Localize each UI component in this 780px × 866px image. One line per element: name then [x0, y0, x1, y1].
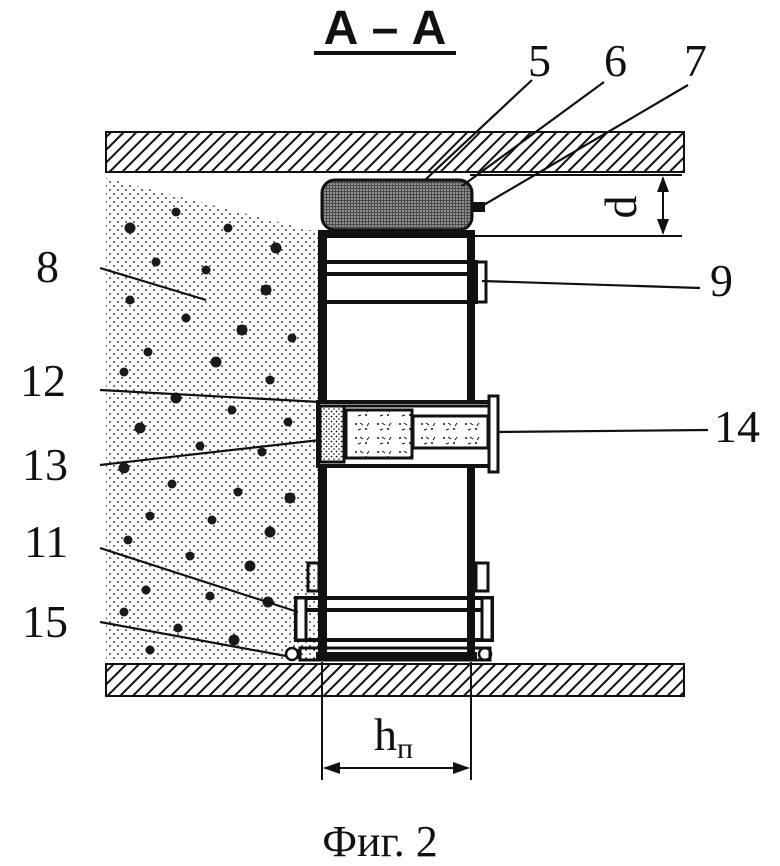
lower-clamp-right-block	[480, 596, 494, 642]
upper-strap	[320, 260, 478, 304]
leader-5	[424, 79, 533, 181]
aggregate-speck	[151, 257, 161, 267]
pillar-bottom-plate	[316, 652, 477, 660]
leader-6	[461, 81, 605, 187]
dim-h-label: hп	[374, 709, 413, 765]
aggregate-speck	[257, 447, 267, 457]
sleeve-insert	[344, 408, 414, 460]
leader-7	[481, 84, 689, 207]
aggregate-speck	[145, 511, 155, 521]
aggregate-speck	[145, 645, 155, 655]
leader-9	[481, 279, 701, 290]
section-title: А – А	[324, 2, 447, 55]
aggregate-speck	[227, 405, 237, 415]
pillar-top-plate	[318, 230, 475, 238]
aggregate-speck	[173, 623, 183, 633]
aggregate-speck	[244, 560, 256, 572]
aggregate-speck	[287, 333, 297, 343]
cushion-valve	[472, 202, 485, 212]
label-6: 6	[604, 35, 627, 86]
top-rock-layer	[105, 131, 685, 173]
dim-h-subscript: п	[397, 732, 413, 765]
leader-12	[99, 388, 321, 404]
lower-clamp-right-ear	[474, 561, 490, 593]
aggregate-speck	[124, 222, 136, 234]
base-pad	[298, 646, 492, 662]
dim-d-arrow-top	[657, 176, 669, 192]
aggregate-speck	[119, 607, 129, 617]
aggregate-speck	[284, 492, 296, 504]
leader-8	[99, 266, 207, 302]
backfill-area	[106, 178, 318, 660]
aggregate-speck	[118, 462, 130, 474]
label-14: 14	[714, 401, 760, 452]
aggregate-speck	[201, 265, 211, 275]
leader-15	[99, 620, 287, 658]
aggregate-speck	[167, 479, 177, 489]
aggregate-speck	[207, 515, 217, 525]
aggregate-speck	[270, 242, 282, 254]
dim-d-arrow-bottom	[657, 219, 669, 235]
figure-caption: Фиг. 2	[322, 817, 437, 866]
leader-11	[99, 546, 299, 614]
lower-clamp-left-block	[294, 596, 308, 642]
aggregate-speck	[264, 526, 276, 538]
label-15: 15	[22, 596, 68, 647]
aggregate-speck	[143, 347, 153, 357]
backfill-aggregate	[118, 207, 297, 655]
aggregate-speck	[195, 441, 205, 451]
sleeve-end-cap	[487, 394, 500, 474]
label-11: 11	[24, 516, 68, 567]
aggregate-speck	[181, 313, 191, 323]
aggregate-speck	[210, 356, 222, 368]
label-13: 13	[22, 439, 68, 490]
aggregate-speck	[205, 591, 215, 601]
label-12: 12	[20, 355, 66, 406]
leader-13	[99, 438, 321, 467]
aggregate-speck	[119, 367, 129, 377]
label-9: 9	[710, 255, 733, 306]
aggregate-speck	[260, 284, 272, 296]
aggregate-speck	[125, 295, 135, 305]
leader-14	[496, 428, 709, 434]
aggregate-speck	[141, 585, 151, 595]
aggregate-speck	[283, 417, 293, 427]
aggregate-speck	[265, 375, 275, 385]
bottom-rock-layer	[105, 663, 685, 697]
aggregate-speck	[123, 535, 133, 545]
sleeve-end-filler	[318, 404, 346, 464]
aggregate-speck	[233, 487, 243, 497]
aggregate-speck	[134, 422, 146, 434]
cushion-bag	[320, 178, 474, 232]
dim-h-arrow-left	[323, 762, 340, 774]
sleeve-cartridge	[411, 414, 490, 450]
label-5: 5	[528, 35, 551, 86]
base-roller-left	[284, 646, 300, 662]
label-8: 8	[36, 241, 59, 292]
label-7: 7	[684, 35, 707, 86]
aggregate-speck	[171, 207, 181, 217]
aggregate-speck	[185, 551, 195, 561]
dim-d-label: d	[595, 196, 646, 219]
lower-clamp-left-ear	[306, 561, 321, 593]
aggregate-speck	[223, 223, 233, 233]
aggregate-speck	[228, 634, 240, 646]
aggregate-speck	[236, 324, 248, 336]
dim-h-arrow-right	[453, 762, 470, 774]
